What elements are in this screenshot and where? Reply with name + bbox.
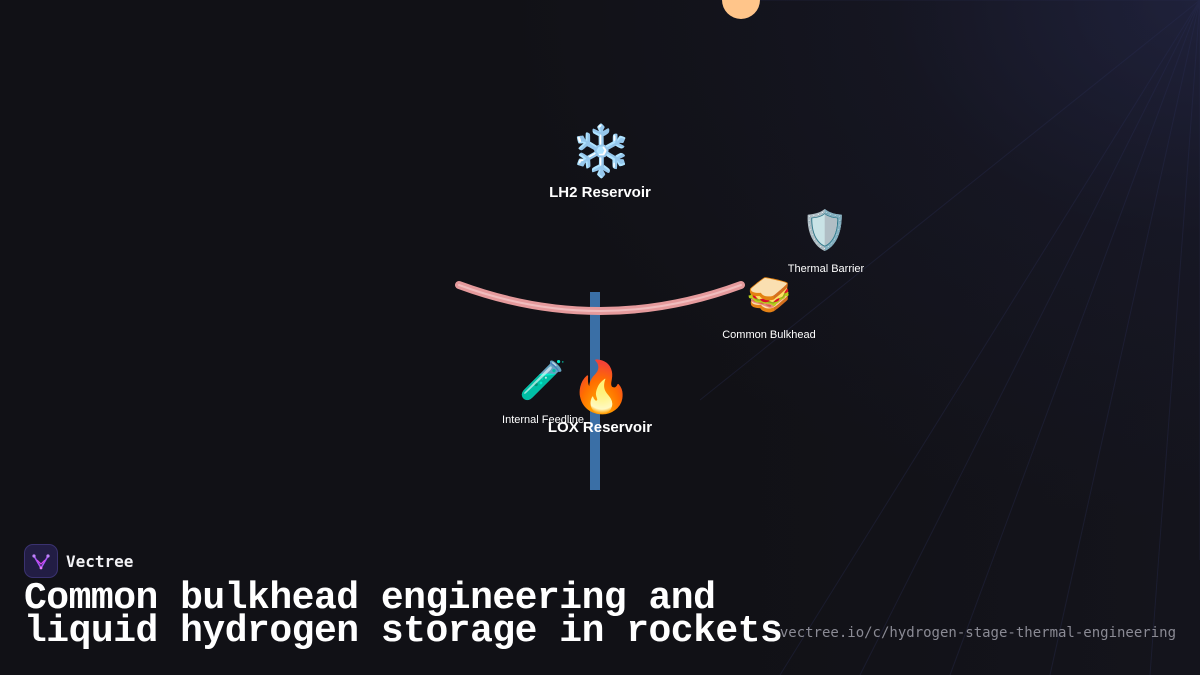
sun-decoration — [722, 0, 760, 19]
fire-icon: 🔥 — [570, 358, 633, 416]
page-title-line-1: Common bulkhead engineering and — [24, 577, 716, 620]
lox-reservoir-label: LOX Reservoir — [547, 419, 653, 436]
snowflake-icon: ❄️ — [570, 122, 633, 180]
shield-icon: 🛡️ — [801, 208, 849, 252]
common-bulkhead-label: Common Bulkhead — [722, 329, 816, 341]
brand-name: Vectree — [66, 551, 134, 571]
page-title-line-2: liquid hydrogen storage in rockets — [24, 610, 783, 653]
internal-feedline-label: Internal Feedline — [502, 414, 584, 426]
common-bulkhead-dome-inner — [458, 284, 742, 312]
page-title: Common bulkhead engineering and liquid h… — [24, 577, 784, 653]
brand: Vectree — [24, 544, 133, 578]
vectree-logo-icon — [24, 544, 58, 578]
internal-feedline-pipe — [590, 292, 600, 490]
lh2-reservoir-label: LH2 Reservoir — [549, 184, 651, 201]
source-url: vectree.io/c/hydrogen-stage-thermal-engi… — [779, 625, 1176, 641]
sandwich-icon: 🥪 — [746, 275, 792, 316]
test-tube-icon: 🧪 — [519, 358, 567, 402]
thermal-barrier-label: Thermal Barrier — [787, 263, 865, 275]
